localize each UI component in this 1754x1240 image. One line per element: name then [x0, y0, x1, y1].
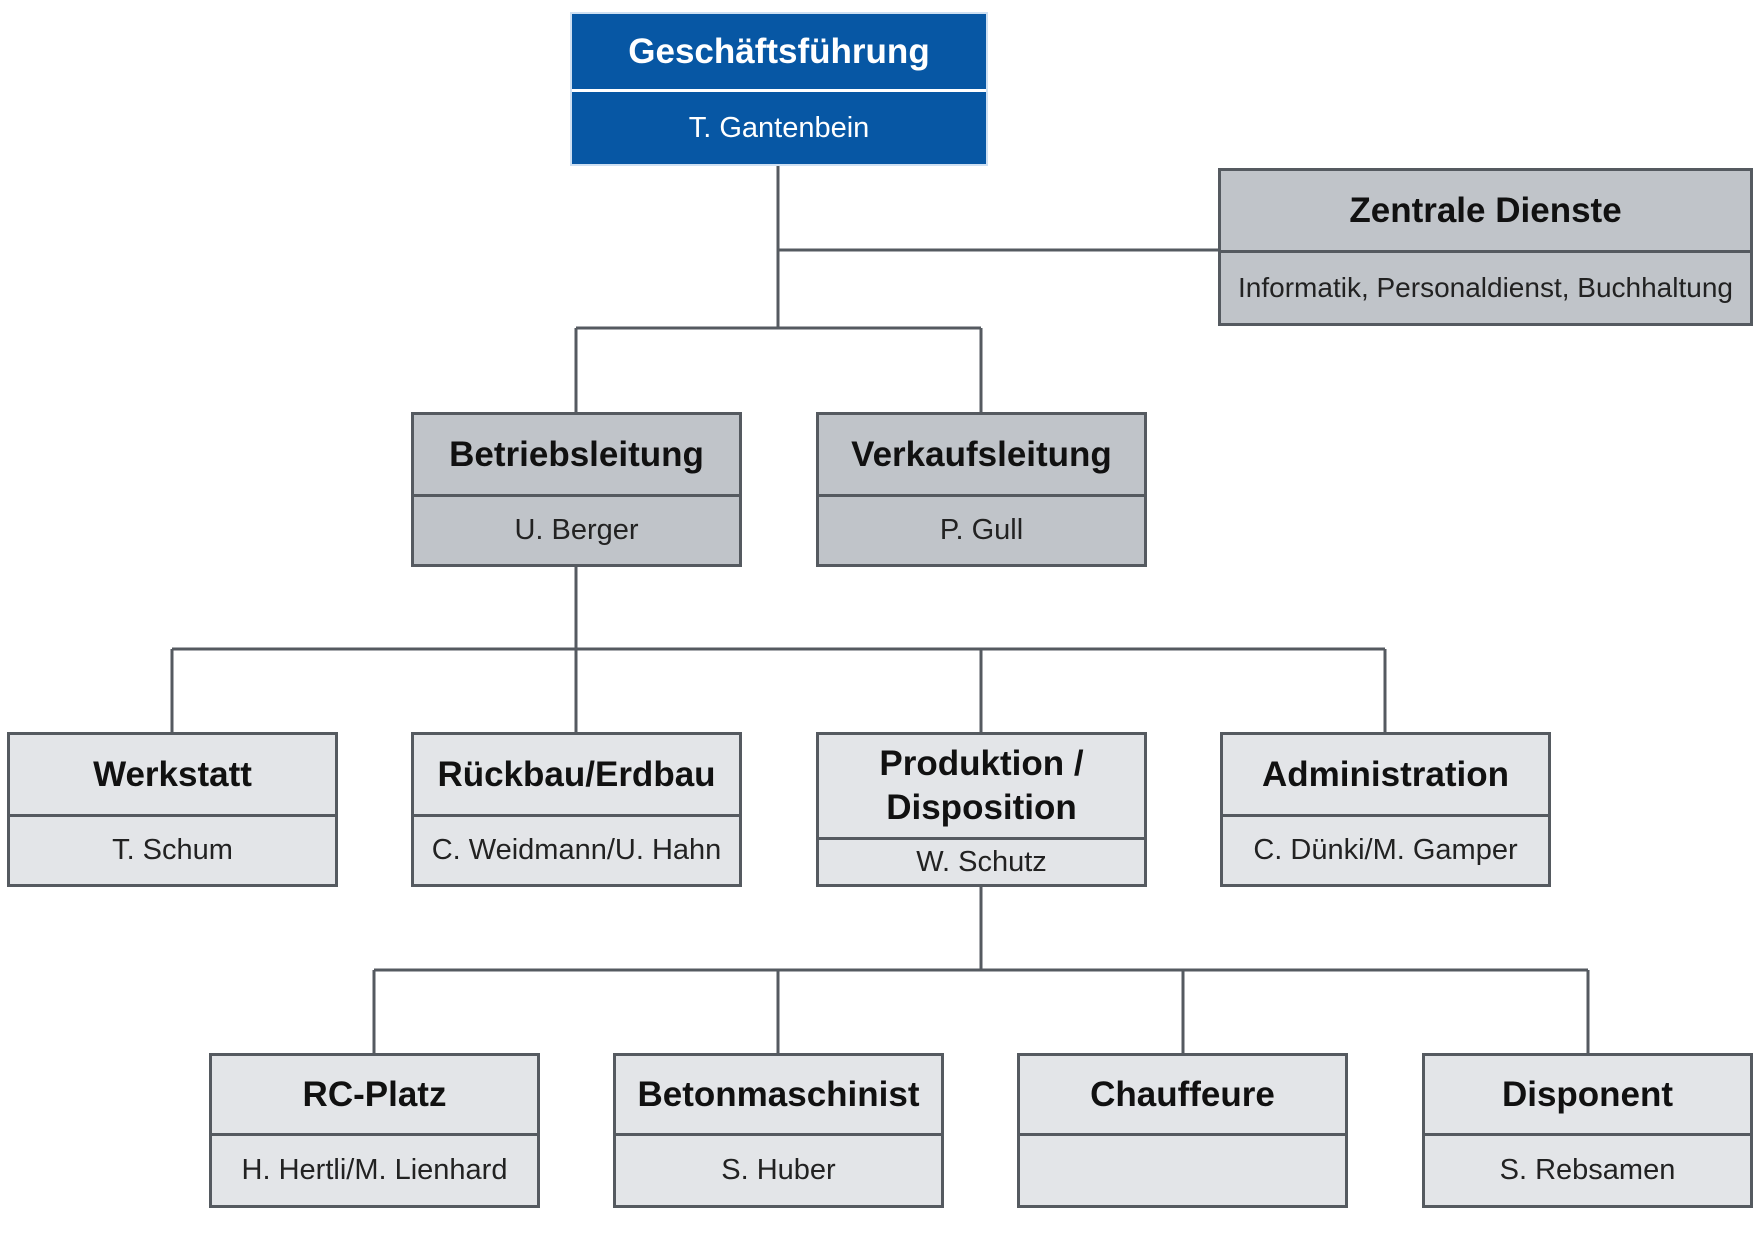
node-disponent: Disponent S. Rebsamen	[1422, 1053, 1753, 1208]
node-betonmaschinist: Betonmaschinist S. Huber	[613, 1053, 944, 1208]
node-betriebsleitung: Betriebsleitung U. Berger	[411, 412, 742, 567]
node-person: C. Dünki/M. Gamper	[1223, 814, 1548, 884]
node-title: Verkaufsleitung	[851, 434, 1112, 474]
node-title: Geschäftsführung	[628, 31, 930, 71]
node-person	[1020, 1133, 1345, 1205]
node-rc-platz: RC-Platz H. Hertli/M. Lienhard	[209, 1053, 540, 1208]
node-title: Zentrale Dienste	[1349, 190, 1622, 230]
node-person: Informatik, Personaldienst, Buchhaltung	[1221, 250, 1750, 323]
node-person: S. Huber	[616, 1133, 941, 1205]
node-person: U. Berger	[414, 494, 739, 564]
node-zentrale-dienste: Zentrale Dienste Informatik, Personaldie…	[1218, 168, 1753, 326]
node-person: H. Hertli/M. Lienhard	[212, 1133, 537, 1205]
node-title: Produktion / Disposition	[879, 744, 1084, 827]
node-person: W. Schutz	[819, 837, 1144, 884]
node-chauffeure: Chauffeure	[1017, 1053, 1348, 1208]
node-geschaeftsfuehrung: Geschäftsführung T. Gantenbein	[570, 12, 988, 166]
node-rueckbau-erdbau: Rückbau/Erdbau C. Weidmann/U. Hahn	[411, 732, 742, 887]
node-title: Werkstatt	[93, 754, 252, 794]
node-title: Betriebsleitung	[449, 434, 704, 474]
node-title: Chauffeure	[1090, 1074, 1275, 1114]
node-produktion-disposition: Produktion / Disposition W. Schutz	[816, 732, 1147, 887]
node-title: Administration	[1262, 754, 1509, 794]
node-werkstatt: Werkstatt T. Schum	[7, 732, 338, 887]
node-verkaufsleitung: Verkaufsleitung P. Gull	[816, 412, 1147, 567]
node-title: Disponent	[1501, 1074, 1674, 1114]
node-person: S. Rebsamen	[1425, 1133, 1750, 1205]
node-title: RC-Platz	[302, 1074, 447, 1114]
node-person: P. Gull	[819, 494, 1144, 564]
node-person: T. Gantenbein	[572, 89, 986, 164]
node-title: Betonmaschinist	[637, 1074, 920, 1114]
node-administration: Administration C. Dünki/M. Gamper	[1220, 732, 1551, 887]
node-person: T. Schum	[10, 814, 335, 884]
node-person: C. Weidmann/U. Hahn	[414, 814, 739, 884]
node-title: Rückbau/Erdbau	[437, 754, 716, 794]
